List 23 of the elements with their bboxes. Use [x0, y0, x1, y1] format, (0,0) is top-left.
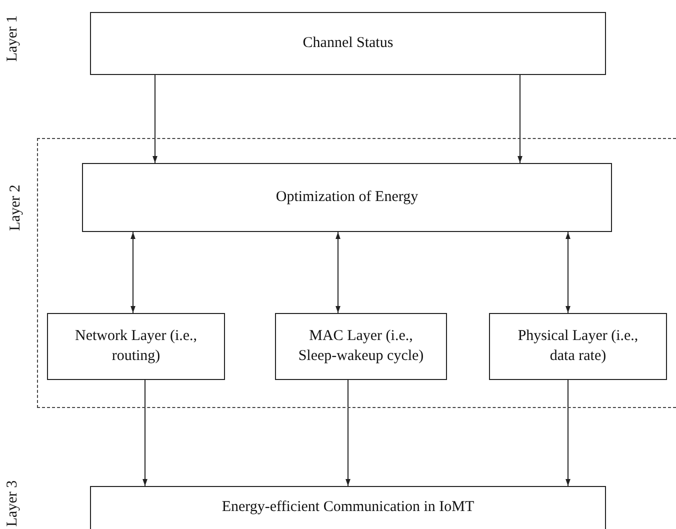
- arrow: [566, 232, 570, 314]
- box-label: Energy-efficient Communication in IoMT: [222, 498, 474, 518]
- layer-label: Layer 1: [4, 15, 22, 62]
- process-box: [489, 313, 667, 380]
- process-box: [82, 163, 612, 232]
- layer-label: Layer 2: [6, 184, 24, 231]
- arrow: [142, 380, 148, 486]
- arrow: [130, 232, 136, 314]
- arrow: [518, 74, 522, 164]
- arrow: [152, 74, 158, 164]
- process-box: [275, 313, 447, 380]
- layer-label: Layer 3: [4, 480, 22, 527]
- box-label: MAC Layer (i.e., Sleep-wakeup cycle): [297, 327, 425, 366]
- process-box: [90, 486, 606, 529]
- box-label: Network Layer (i.e., routing): [74, 327, 198, 366]
- process-box: [90, 12, 606, 75]
- arrow: [346, 380, 350, 486]
- process-box: [47, 313, 225, 380]
- arrow: [336, 232, 340, 314]
- box-label: Physical Layer (i.e., data rate): [516, 327, 640, 366]
- arrow: [566, 380, 570, 486]
- box-label: Channel Status: [302, 34, 394, 53]
- box-label: Optimization of Energy: [276, 188, 418, 207]
